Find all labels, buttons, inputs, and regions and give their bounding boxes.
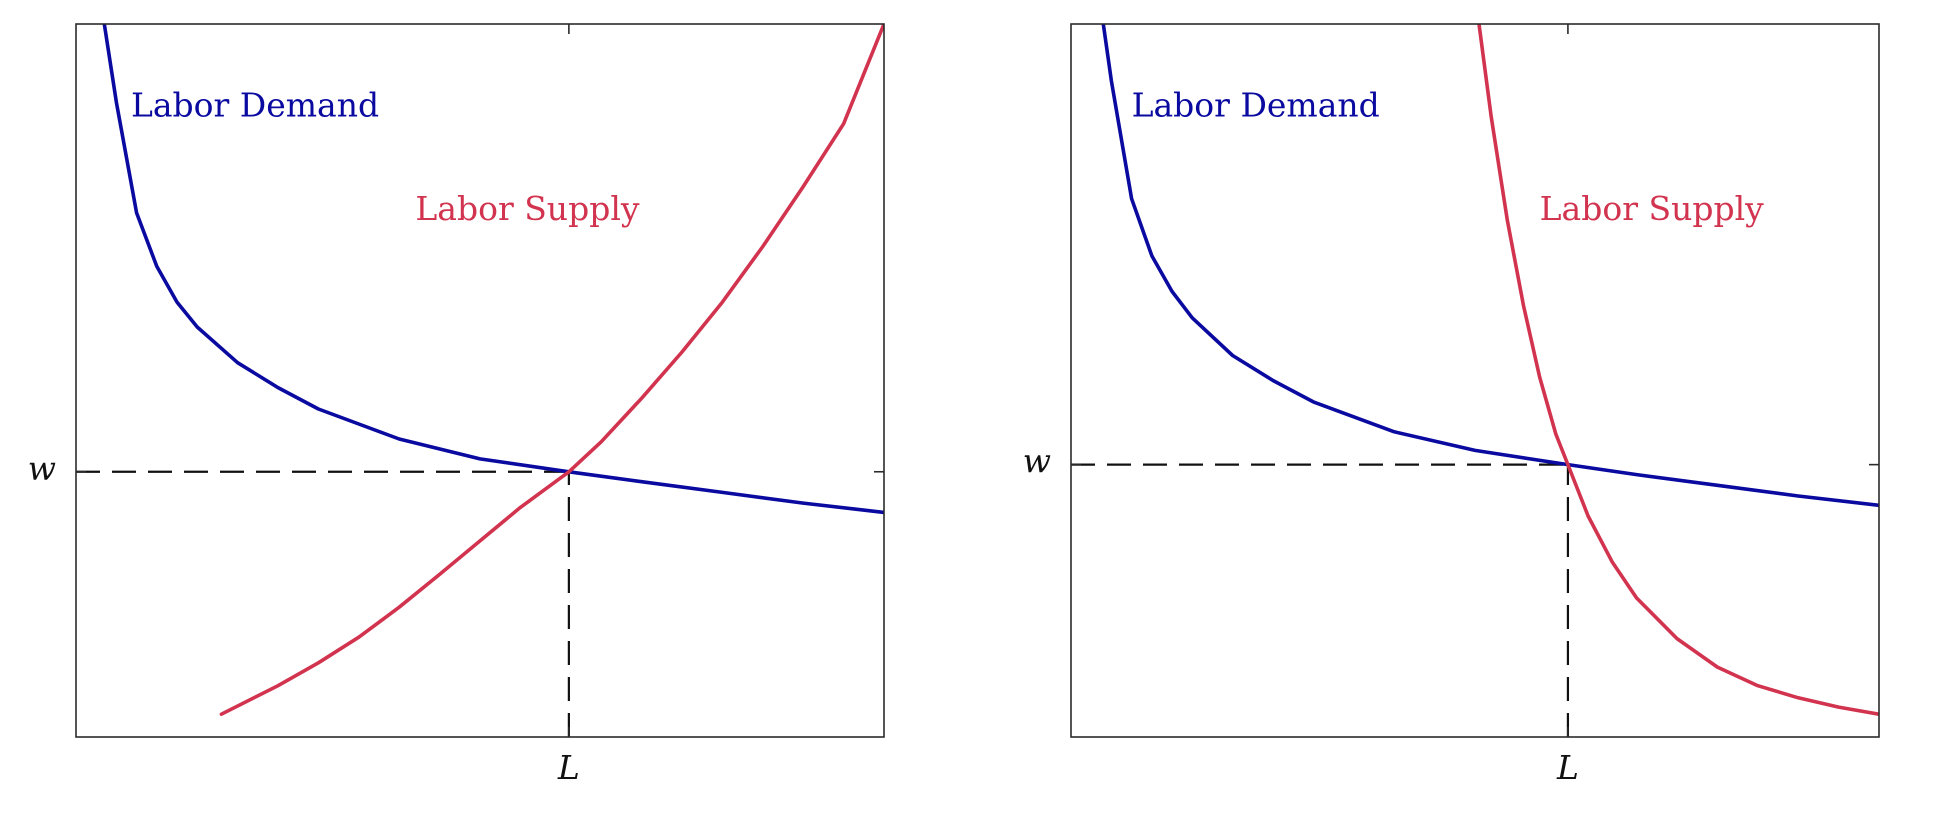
labor-supply-label: Labor Supply — [415, 189, 640, 228]
labor-supply-curve — [1477, 24, 1879, 716]
axes-frame — [1070, 23, 1880, 738]
y-tick-label: w — [28, 449, 56, 488]
labor-supply-curve — [219, 24, 884, 716]
labor-demand-curve — [1101, 24, 1879, 508]
y-tick-label: w — [1023, 442, 1051, 481]
axes-frame — [75, 23, 885, 738]
labor-demand-label: Labor Demand — [1132, 86, 1380, 125]
x-tick-label: L — [1556, 748, 1579, 787]
labor-supply-label: Labor Supply — [1540, 189, 1765, 228]
x-tick-label: L — [557, 748, 580, 787]
labor-demand-label: Labor Demand — [131, 86, 379, 125]
labor-demand-curve — [102, 24, 884, 515]
